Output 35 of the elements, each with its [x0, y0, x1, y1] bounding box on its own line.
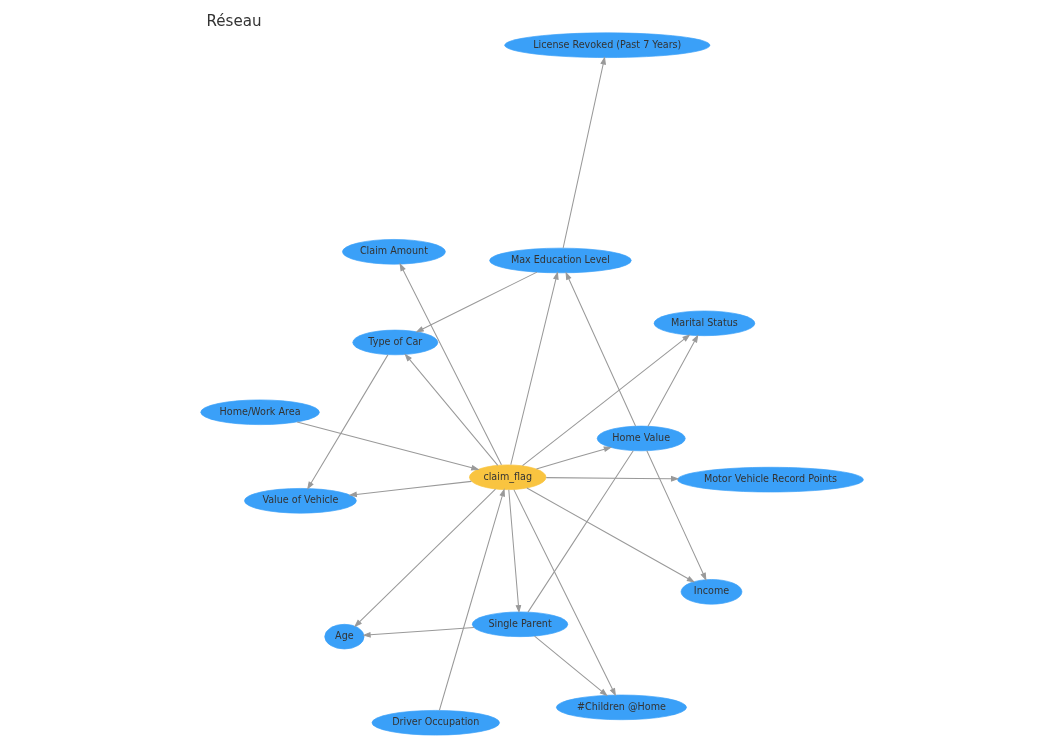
diagram-title: Réseau: [206, 11, 262, 30]
node-ellipse: Claim Amount: [342, 239, 446, 265]
arrow: [307, 354, 389, 490]
arrow: [647, 334, 699, 427]
arrow: [646, 450, 707, 581]
arrow: [362, 627, 475, 638]
arrow: [404, 353, 499, 466]
node-ellipse: License Revoked (Past 7 Years): [504, 32, 711, 58]
arrow: [510, 271, 559, 466]
arrow: [348, 480, 472, 498]
node-ellipse: Type of Car: [352, 329, 439, 356]
arrow: [296, 421, 480, 471]
arrow: [562, 56, 606, 249]
node-ellipse: Age: [324, 623, 365, 650]
arrow: [508, 489, 522, 614]
node-ellipse: Driver Occupation: [371, 710, 500, 736]
arrow: [513, 489, 616, 697]
arrow: [354, 488, 496, 628]
node-ellipse: Single Parent: [471, 611, 569, 637]
node-ellipse: Income: [680, 579, 743, 605]
arrow: [399, 262, 502, 466]
arrow: [534, 635, 608, 697]
node-ellipse: Motor Vehicle Record Points: [677, 466, 864, 493]
arrow: [545, 475, 680, 482]
arrow: [526, 487, 696, 583]
connector: [527, 450, 634, 613]
node-ellipse: Marital Status: [653, 310, 756, 337]
node-ellipse: Home/Work Area: [200, 399, 320, 425]
node-ellipse: #Children @Home: [556, 694, 687, 721]
arrow: [565, 271, 637, 427]
arrow: [522, 334, 691, 467]
arrow: [415, 271, 538, 333]
arrow: [438, 488, 505, 711]
node-ellipse: Max Education Level: [489, 247, 632, 274]
arrow: [535, 446, 613, 470]
